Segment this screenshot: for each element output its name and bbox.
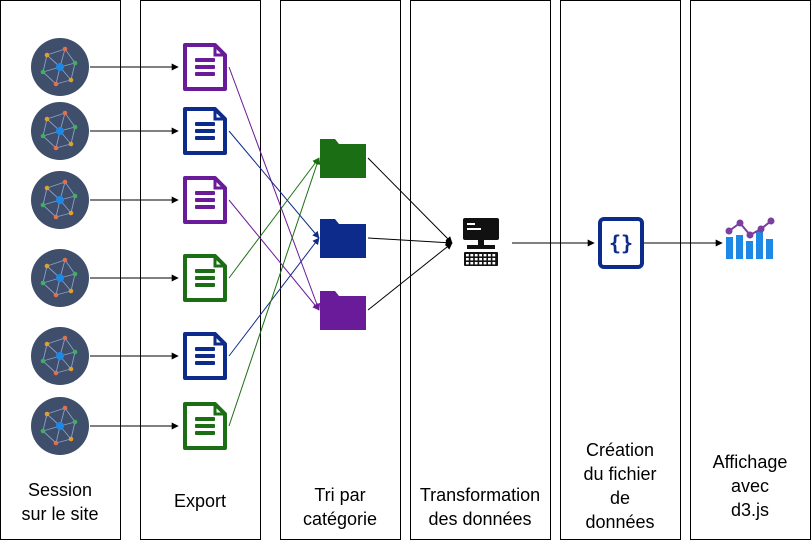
label-line: catégorie xyxy=(302,509,378,529)
label-line: du fichier xyxy=(583,464,657,484)
label-line: d3.js xyxy=(730,500,770,520)
connector-export-folder xyxy=(228,237,320,357)
folder-icon xyxy=(320,139,366,178)
document-icon xyxy=(183,332,227,380)
connector-folder-transform xyxy=(367,237,453,247)
column-label-tri: Tri par catégorie xyxy=(280,483,400,531)
column-label-transformation: Transformation des données xyxy=(410,483,550,531)
computer-terminal-icon xyxy=(463,218,499,266)
label-line: des données xyxy=(428,509,532,529)
column-box-affichage xyxy=(690,0,811,540)
label-line: avec xyxy=(730,476,770,496)
connector-export-folder xyxy=(228,157,321,427)
connector-export-folder xyxy=(228,130,320,239)
connector-folder-transform xyxy=(367,157,453,244)
svg-text:{}: {} xyxy=(609,231,633,255)
label-line: Affichage xyxy=(712,452,788,472)
network-node-icon xyxy=(31,38,89,96)
label-line: sur le site xyxy=(21,504,99,524)
document-icon xyxy=(183,43,227,91)
label-line: Session xyxy=(27,480,93,500)
folder-icon xyxy=(320,291,366,330)
document-icon xyxy=(183,176,227,224)
label-line: de xyxy=(609,488,631,508)
column-box-tri xyxy=(280,0,401,540)
label-line: Export xyxy=(173,491,227,511)
column-label-affichage: Affichage avec d3.js xyxy=(690,450,810,522)
column-label-export: Export xyxy=(140,489,260,513)
json-file-icon: {} xyxy=(598,217,644,269)
connector-export-folder xyxy=(228,157,320,279)
connector-export-folder xyxy=(228,199,320,311)
column-label-creation: Création du fichier de données xyxy=(560,438,680,534)
label-line: Tri par xyxy=(314,485,366,505)
column-label-session: Session sur le site xyxy=(0,478,120,526)
label-line: Transformation xyxy=(419,485,541,505)
network-node-icon xyxy=(31,171,89,229)
document-icon xyxy=(183,107,227,155)
document-icon xyxy=(183,402,227,450)
folder-icon xyxy=(320,219,366,258)
label-line: Création xyxy=(585,440,655,460)
label-line: données xyxy=(585,512,655,532)
network-node-icon xyxy=(31,397,89,455)
column-box-creation xyxy=(560,0,681,540)
network-node-icon xyxy=(31,327,89,385)
network-node-icon xyxy=(31,249,89,307)
network-node-icon xyxy=(31,102,89,160)
column-box-transformation xyxy=(410,0,551,540)
document-icon xyxy=(183,254,227,302)
connector-export-folder xyxy=(228,66,321,311)
connector-folder-transform xyxy=(367,242,453,311)
chart-icon xyxy=(725,217,775,259)
